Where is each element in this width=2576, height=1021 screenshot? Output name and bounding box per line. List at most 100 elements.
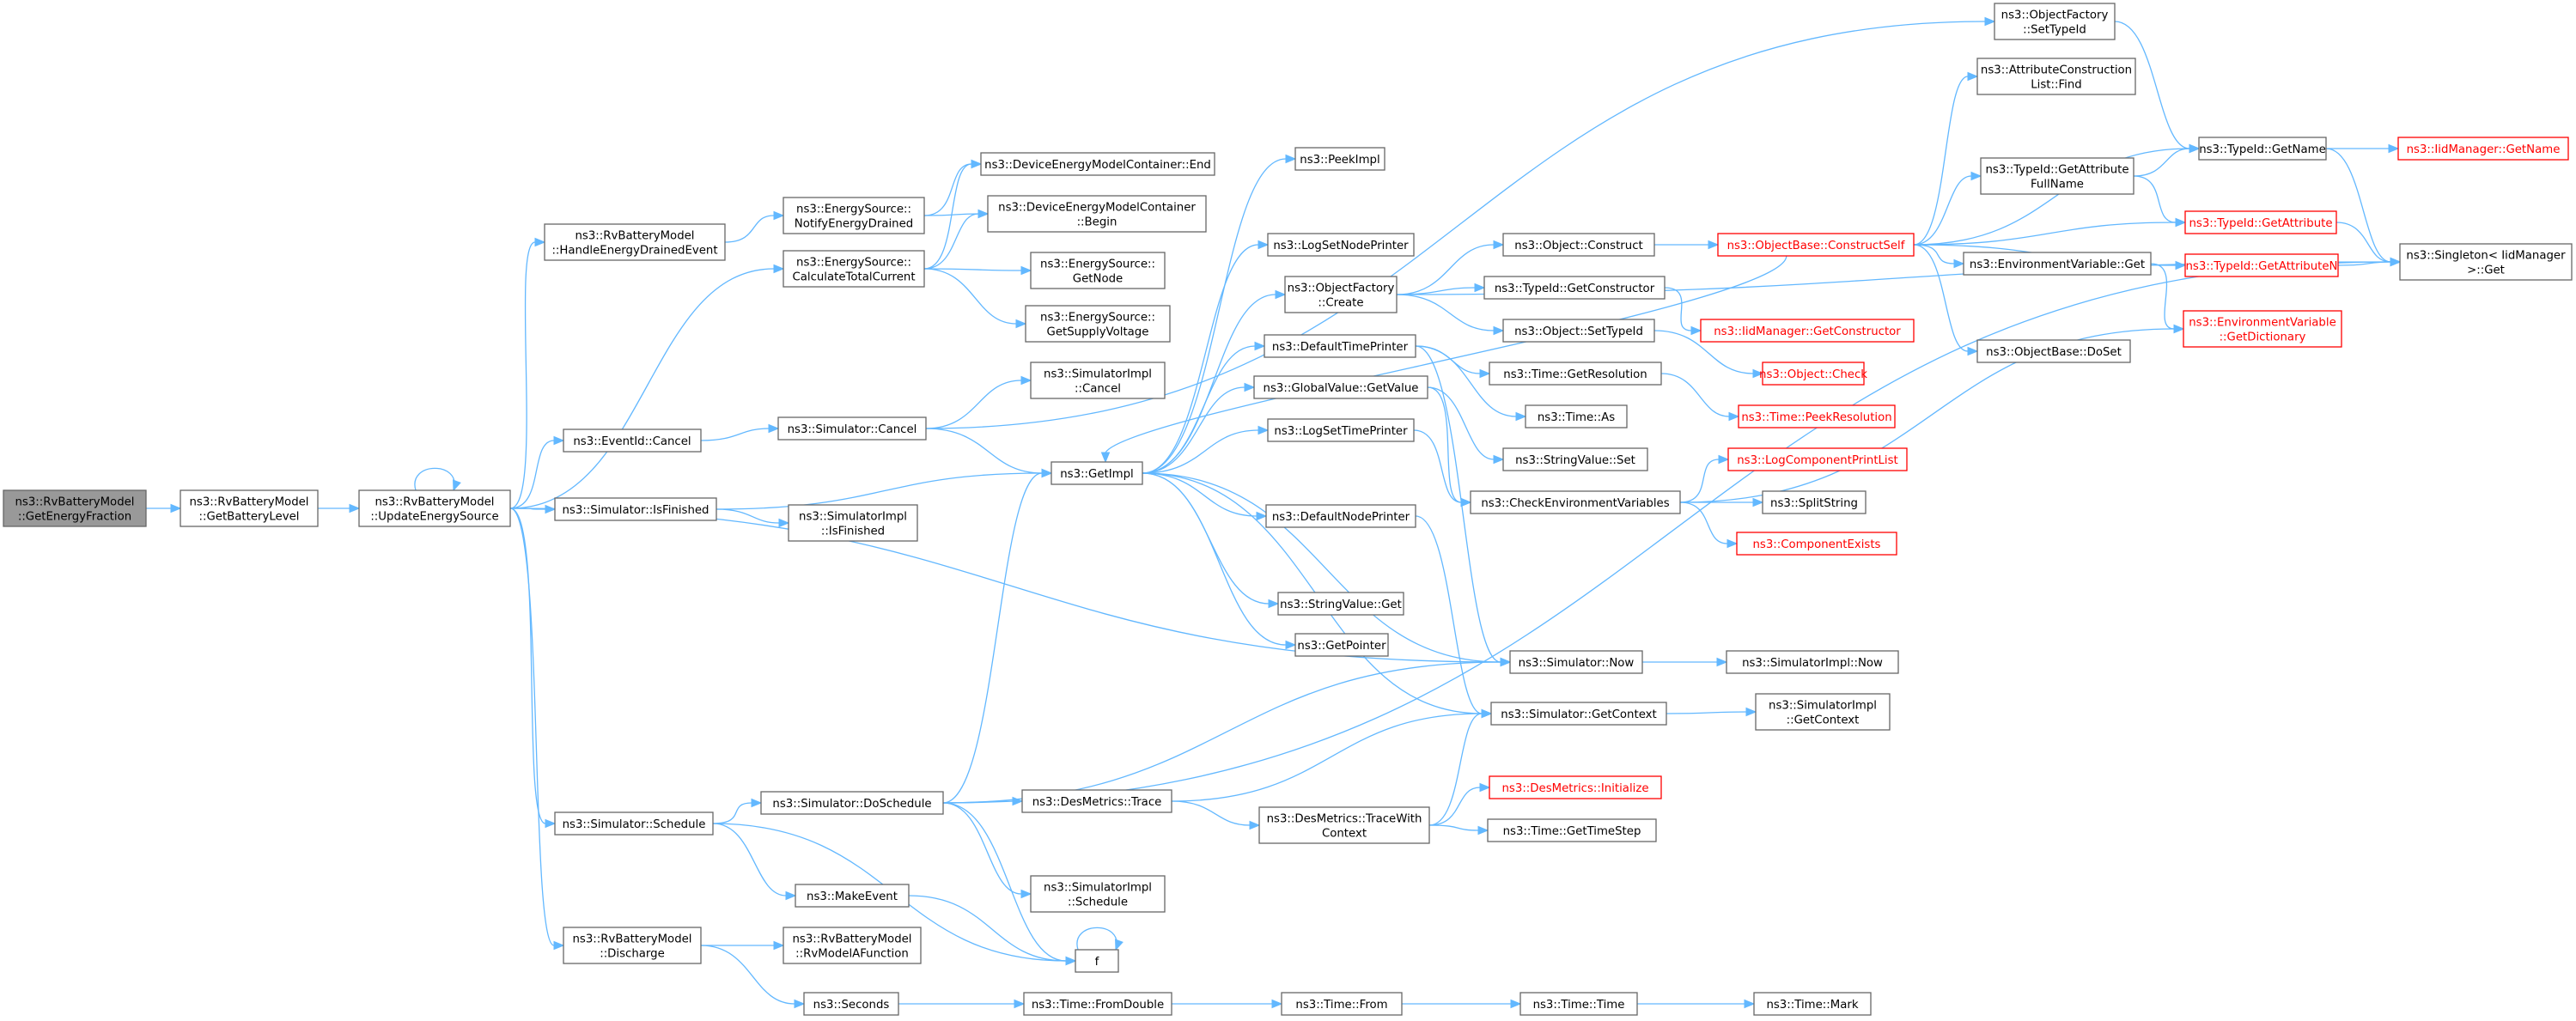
node-objFactorySetTypeId[interactable]: ns3::ObjectFactory::SetTypeId xyxy=(1994,3,2116,40)
node-typeIdGetName[interactable]: ns3::TypeId::GetName xyxy=(2198,137,2327,161)
node-iidGetConstructor[interactable]: ns3::IidManager::GetConstructor xyxy=(1700,319,1915,343)
node-timeFrom[interactable]: ns3::Time::From xyxy=(1281,992,1403,1016)
edge-line xyxy=(700,945,795,1005)
node-stringValueSet[interactable]: ns3::StringValue::Set xyxy=(1502,447,1648,471)
node-objBaseDoSet[interactable]: ns3::ObjectBase::DoSet xyxy=(1976,339,2131,363)
node-discharge[interactable]: ns3::RvBatteryModel::Discharge xyxy=(563,927,702,964)
node-label: ns3::EnergySource:: xyxy=(796,204,911,216)
node-notifyEnergyDrained[interactable]: ns3::EnergySource::NotifyEnergyDrained xyxy=(783,197,925,234)
node-seconds[interactable]: ns3::Seconds xyxy=(803,992,899,1016)
node-peekImpl[interactable]: ns3::PeekImpl xyxy=(1294,147,1385,171)
edge-calcTotalCurrent-to-demcBegin xyxy=(923,209,990,270)
node-timeAs[interactable]: ns3::Time::As xyxy=(1525,404,1628,428)
node-splitString[interactable]: ns3::SplitString xyxy=(1762,490,1867,514)
edge-line xyxy=(1142,472,1501,663)
node-simNow[interactable]: ns3::Simulator::Now xyxy=(1509,650,1643,674)
node-timeFromDouble[interactable]: ns3::Time::FromDouble xyxy=(1023,992,1172,1016)
node-simSchedule[interactable]: ns3::Simulator::Schedule xyxy=(554,811,714,836)
node-checkEnvVars[interactable]: ns3::CheckEnvironmentVariables xyxy=(1470,490,1681,514)
node-logComponentPrintList[interactable]: ns3::LogComponentPrintList xyxy=(1727,447,1908,471)
node-simCancel[interactable]: ns3::Simulator::Cancel xyxy=(777,416,927,441)
node-objectCheck[interactable]: ns3::Object::Check xyxy=(1759,362,1867,386)
node-box xyxy=(1976,339,2131,363)
edge-arrowhead xyxy=(1970,171,1982,181)
node-getBatteryLevel[interactable]: ns3::RvBatteryModel::GetBatteryLevel xyxy=(180,489,319,527)
node-defaultTimePrinter[interactable]: ns3::DefaultTimePrinter xyxy=(1264,334,1416,358)
node-label: ns3::Time::Mark xyxy=(1766,999,1858,1012)
node-timeGetResolution[interactable]: ns3::Time::GetResolution xyxy=(1489,362,1662,386)
node-objBaseConstructSelf[interactable]: ns3::ObjectBase::ConstructSelf xyxy=(1717,233,1915,257)
node-simImplCancel[interactable]: ns3::SimulatorImpl::Cancel xyxy=(1030,362,1166,399)
node-objectConstruct[interactable]: ns3::Object::Construct xyxy=(1502,233,1655,257)
node-defaultNodePrinter[interactable]: ns3::DefaultNodePrinter xyxy=(1265,504,1416,528)
node-timeGetTimeStep[interactable]: ns3::Time::GetTimeStep xyxy=(1487,818,1657,842)
node-typeIdGetConstructor[interactable]: ns3::TypeId::GetConstructor xyxy=(1483,276,1666,300)
node-iidGetName[interactable]: ns3::IidManager::GetName xyxy=(2397,137,2569,161)
node-logSetTimePrinter[interactable]: ns3::LogSetTimePrinter xyxy=(1267,418,1415,442)
node-desTrace[interactable]: ns3::DesMetrics::Trace xyxy=(1021,789,1172,813)
node-simImplSchedule[interactable]: ns3::SimulatorImpl::Schedule xyxy=(1030,875,1166,913)
node-timePeekResolution[interactable]: ns3::Time::PeekResolution xyxy=(1738,404,1896,428)
edge-desTraceWithContext-to-desInitialize xyxy=(1428,782,1491,826)
edge-arrowhead xyxy=(1752,497,1764,507)
node-stringValueGet[interactable]: ns3::StringValue::Get xyxy=(1277,592,1404,616)
node-simImplNow[interactable]: ns3::SimulatorImpl::Now xyxy=(1726,650,1899,674)
node-label: ns3::Seconds xyxy=(813,999,890,1012)
node-root[interactable]: ns3::RvBatteryModel::GetEnergyFraction xyxy=(3,489,147,527)
node-eventIdCancel[interactable]: ns3::EventId::Cancel xyxy=(563,428,702,453)
node-simImplGetContext[interactable]: ns3::SimulatorImpl::GetContext xyxy=(1755,693,1891,731)
edge-line xyxy=(1913,244,1955,264)
node-getPointer[interactable]: ns3::GetPointer xyxy=(1294,633,1389,657)
node-timeMark[interactable]: ns3::Time::Mark xyxy=(1753,992,1872,1016)
edge-line xyxy=(923,213,979,216)
edge-line xyxy=(2335,222,2391,263)
node-simImplIsFinished[interactable]: ns3::SimulatorImpl::IsFinished xyxy=(788,504,918,542)
node-box xyxy=(1976,58,2136,95)
node-envVarGetDictionary[interactable]: ns3::EnvironmentVariable::GetDictionary xyxy=(2183,310,2342,348)
edge-arrowhead xyxy=(1460,497,1472,507)
node-timeTime[interactable]: ns3::Time::Time xyxy=(1519,992,1638,1016)
node-getImpl[interactable]: ns3::GetImpl xyxy=(1050,461,1143,485)
node-handleEnergyDrained[interactable]: ns3::RvBatteryModel::HandleEnergyDrained… xyxy=(544,223,726,261)
node-objFactoryCreate[interactable]: ns3::ObjectFactory::Create xyxy=(1284,276,1398,313)
node-box xyxy=(554,497,717,521)
edge-line xyxy=(1666,711,1747,714)
node-esGetSupplyVoltage[interactable]: ns3::EnergySource::GetSupplyVoltage xyxy=(1025,305,1171,343)
node-singletonGet[interactable]: ns3::Singleton< IidManager >::Get xyxy=(2399,243,2573,281)
node-desInitialize[interactable]: ns3::DesMetrics::Initialize xyxy=(1489,775,1662,799)
node-componentExists[interactable]: ns3::ComponentExists xyxy=(1736,532,1897,556)
edge-typeIdGetName-to-iidGetName xyxy=(2326,143,2400,154)
node-demcBegin[interactable]: ns3::DeviceEnergyModelContainer::Begin xyxy=(987,195,1207,233)
node-label: ns3::DeviceEnergyModelContainer::End xyxy=(984,159,1211,172)
edge-getBatteryLevel-to-updateEnergySource xyxy=(318,503,361,514)
node-simGetContext[interactable]: ns3::Simulator::GetContext xyxy=(1490,702,1667,726)
edge-timeFrom-to-timeTime xyxy=(1401,999,1522,1009)
node-logSetNodePrinter[interactable]: ns3::LogSetNodePrinter xyxy=(1267,233,1415,257)
edge-line xyxy=(925,21,1986,429)
node-updateEnergySource[interactable]: ns3::RvBatteryModel::UpdateEnergySource xyxy=(358,489,511,527)
edge-arrowhead xyxy=(1115,939,1124,951)
node-doSchedule[interactable]: ns3::Simulator::DoSchedule xyxy=(760,791,944,815)
node-esGetNode[interactable]: ns3::EnergySource::GetNode xyxy=(1030,252,1166,289)
edge-arrowhead xyxy=(1510,999,1522,1009)
edge-arrowhead xyxy=(1728,411,1740,422)
node-objectSetTypeId[interactable]: ns3::Object::SetTypeId xyxy=(1502,319,1655,343)
node-makeEvent[interactable]: ns3::MakeEvent xyxy=(795,884,910,908)
node-simIsFinished[interactable]: ns3::Simulator::IsFinished xyxy=(554,497,717,521)
node-calcTotalCurrent[interactable]: ns3::EnergySource::CalculateTotalCurrent xyxy=(783,250,925,288)
edge-arrowhead xyxy=(1100,452,1111,464)
node-f[interactable]: f xyxy=(1075,949,1119,973)
node-typeIdGetAttribute[interactable]: ns3::TypeId::GetAttribute xyxy=(2184,210,2337,234)
node-label: ns3::Simulator::IsFinished xyxy=(563,504,709,517)
node-demcEnd[interactable]: ns3::DeviceEnergyModelContainer::End xyxy=(980,152,1215,176)
edge-arrowhead xyxy=(1258,425,1270,435)
node-envVarGet[interactable]: ns3::EnvironmentVariable::Get xyxy=(1963,252,2152,276)
edge-arrowhead xyxy=(1256,511,1268,521)
node-box xyxy=(1727,447,1908,471)
node-typeIdGetAttributeN[interactable]: ns3::TypeId::GetAttributeN xyxy=(2184,253,2339,277)
node-rvModelA[interactable]: ns3::RvBatteryModel::RvModelAFunction xyxy=(783,927,922,964)
node-globalValueGet[interactable]: ns3::GlobalValue::GetValue xyxy=(1253,375,1428,399)
